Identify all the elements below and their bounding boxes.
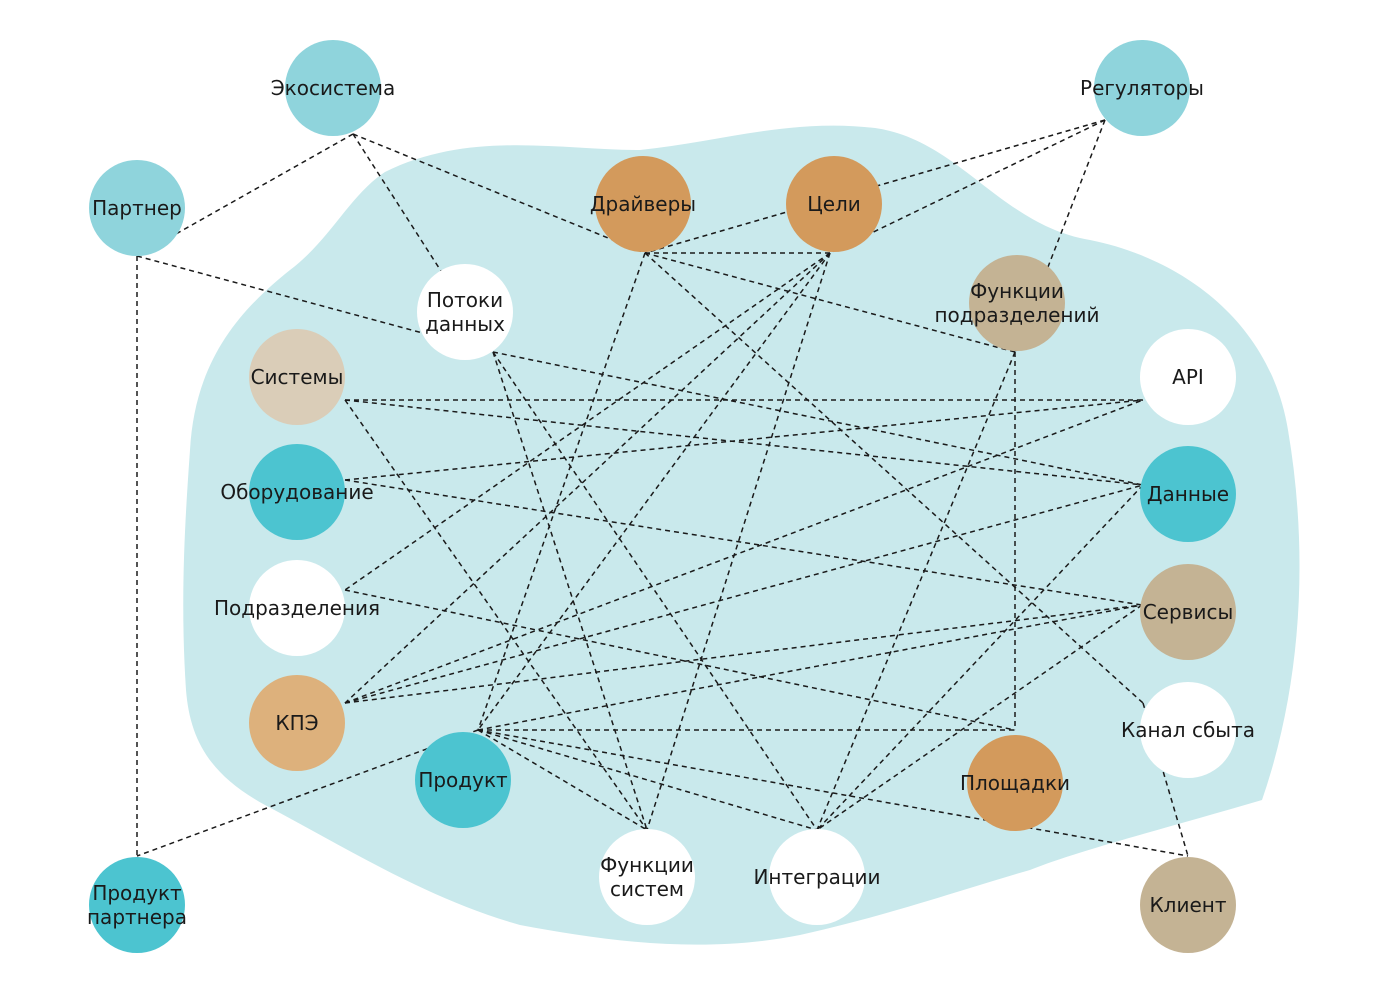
node-label: Партнер [92, 196, 182, 220]
node-systems: Системы [249, 329, 345, 425]
edge-drivers-sales_channel [644, 252, 1144, 704]
edge-drivers-dept_functions [644, 252, 1016, 353]
node-integrations: Интеграции [753, 829, 881, 925]
node-label: подразделений [934, 303, 1099, 327]
node-label: Драйверы [590, 192, 696, 216]
edge-drivers-product [477, 252, 646, 731]
edge-goals-system_functions [646, 252, 831, 831]
node-circle [285, 40, 381, 136]
edge-product-partner_product [136, 729, 479, 857]
node-circle [249, 444, 345, 540]
edge-kpi-api [344, 399, 1144, 704]
edge-product-system_functions [477, 729, 648, 831]
edge-regulators-goals [829, 119, 1106, 254]
node-label: Сервисы [1143, 600, 1234, 624]
node-label: Регуляторы [1080, 76, 1204, 100]
edge-product-services [477, 604, 1143, 731]
node-circle [89, 160, 185, 256]
edge-goals-kpi [344, 252, 831, 704]
edge-ecosystem-drivers [352, 133, 646, 254]
edge-regulators-drivers [644, 119, 1106, 254]
node-circle [1140, 564, 1236, 660]
node-label: партнера [87, 905, 187, 929]
node-label: API [1172, 365, 1204, 389]
node-circle [595, 156, 691, 252]
node-api: API [1140, 329, 1236, 425]
node-circle [249, 329, 345, 425]
node-partner: Партнер [89, 160, 185, 256]
node-label: данных [425, 312, 505, 336]
edge-ecosystem-data_flows [352, 133, 494, 353]
edge-data_flows-integrations [492, 351, 818, 831]
edge-services-integrations [816, 604, 1143, 831]
node-label: Цели [807, 192, 861, 216]
edge-kpi-data [344, 484, 1144, 704]
node-label: Экосистема [271, 76, 396, 100]
connection-lines [136, 119, 1189, 857]
node-label: Продукт [418, 768, 508, 792]
node-goals: Цели [786, 156, 882, 252]
node-circle [415, 732, 511, 828]
node-label: Потоки [427, 288, 503, 312]
node-label: Канал сбыта [1121, 718, 1255, 742]
node-circle [769, 829, 865, 925]
node-label: Интеграции [753, 865, 880, 889]
node-label: Подразделения [214, 596, 380, 620]
node-regulators: Регуляторы [1080, 40, 1204, 136]
node-label: Функции [600, 853, 694, 877]
node-circle [89, 857, 185, 953]
node-departments: Подразделения [214, 560, 380, 656]
node-circle [249, 675, 345, 771]
node-label: Системы [251, 365, 344, 389]
node-circle [417, 264, 513, 360]
node-label: КПЭ [275, 711, 318, 735]
node-circle [599, 829, 695, 925]
node-label: Функции [970, 279, 1064, 303]
node-label: Продукт [92, 881, 182, 905]
node-circle [249, 560, 345, 656]
node-product: Продукт [415, 732, 511, 828]
node-kpi: КПЭ [249, 675, 345, 771]
node-label: Площадки [960, 771, 1070, 795]
node-sites: Площадки [960, 735, 1070, 831]
node-circle [786, 156, 882, 252]
edge-data_flows-system_functions [492, 351, 648, 831]
edge-product-integrations [477, 729, 818, 831]
node-data: Данные [1140, 446, 1236, 542]
edge-data-integrations [816, 484, 1144, 831]
edge-departments-sites [344, 589, 1016, 731]
node-equipment: Оборудование [220, 444, 374, 540]
node-circle [967, 735, 1063, 831]
node-drivers: Драйверы [590, 156, 696, 252]
edge-data_flows-data [492, 351, 1144, 486]
node-client: Клиент [1140, 857, 1236, 953]
internal-environment-blob [183, 125, 1300, 945]
node-circle [1140, 446, 1236, 542]
node-circle [1094, 40, 1190, 136]
edge-systems-data [344, 399, 1144, 486]
node-services: Сервисы [1140, 564, 1236, 660]
node-label: систем [610, 877, 684, 901]
node-circle [969, 255, 1065, 351]
node-label: Клиент [1149, 893, 1226, 917]
node-circle [1140, 329, 1236, 425]
node-sales_channel: Канал сбыта [1121, 682, 1255, 778]
edge-equipment-api [344, 399, 1144, 481]
node-label: Данные [1147, 482, 1229, 506]
node-circle [1140, 857, 1236, 953]
node-circle [1140, 682, 1236, 778]
node-label: Оборудование [220, 480, 373, 504]
edge-kpi-services [344, 604, 1143, 704]
edge-systems-system_functions [344, 399, 648, 831]
node-ecosystem: Экосистема [271, 40, 396, 136]
edge-product-client [477, 729, 1189, 857]
